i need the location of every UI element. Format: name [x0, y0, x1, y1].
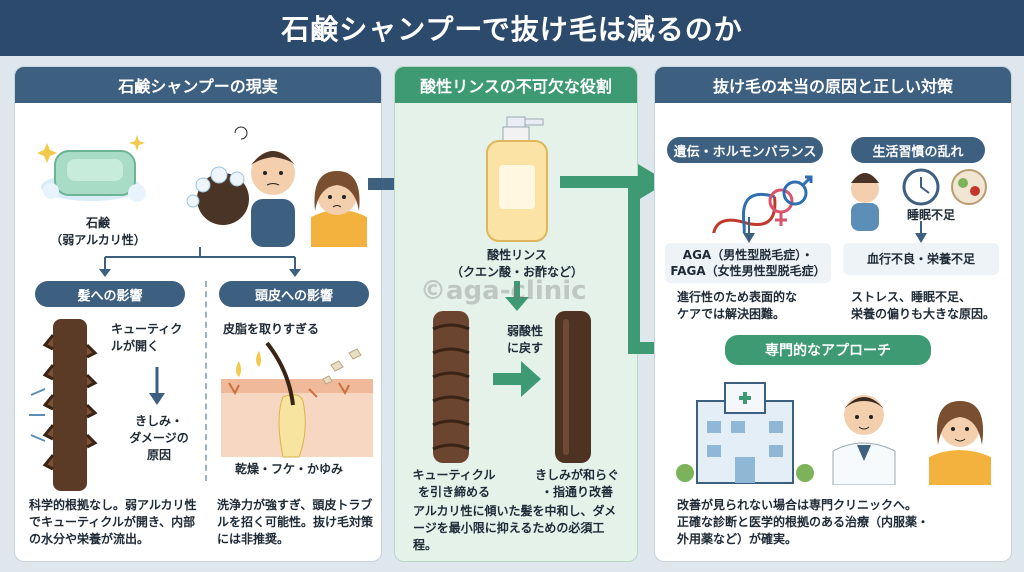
doctor-patient-icon [832, 395, 991, 485]
final-note: 改善が見られない場合は専門クリニックへ。 正確な診断と医学的根拠のある治療（内服… [677, 498, 930, 546]
panel-heading: 石鹸シャンプーの現実 [15, 67, 381, 103]
panel-heading: 酸性リンスの不可欠な役割 [395, 67, 637, 103]
hair-note: 科学的根拠なし。弱アルカリ性でキューティクルが開き、内部の水分や栄養が流出。 [29, 498, 197, 546]
genetic-hormone-pill: 遺伝・ホルモンバランス [667, 137, 823, 163]
smooth-label: きしみが和らぐ ・指通り改善 [534, 468, 619, 499]
blood-nutrition-box: 血行不良・栄養不足 [843, 243, 999, 275]
specialist-approach-pill: 専門的なアプローチ [725, 335, 931, 365]
cuticle-open-label: キューティク ルが開く [111, 322, 183, 353]
rinse-label: 酸性リンス （クエン酸・お酢など） [450, 248, 583, 279]
scalp-note: 洗浄力が強すぎ、頭皮トラブルを招く可能性。抜け毛対策には非推奨。 [217, 498, 374, 546]
damaged-hair-icon [29, 319, 98, 491]
lifestyle-note: ストレス、睡眠不足、 栄養の偏りも大きな原因。 [851, 290, 996, 321]
panel-true-causes: 抜け毛の本当の原因と正しい対策 遺伝・ホルモンバランス 生活習慣の乱れ 睡眠不足… [654, 66, 1012, 562]
scalp-impact-pill: 頭皮への影響 [219, 281, 369, 307]
dry-itch-label: 乾燥・フケ・かゆみ [235, 462, 344, 476]
lifestyle-pill: 生活習慣の乱れ [851, 137, 985, 163]
worried-couple-icon [186, 126, 367, 247]
sleep-label: 睡眠不足 [907, 208, 956, 222]
hair-impact-pill: 髪への影響 [35, 281, 185, 307]
damage-label: きしみ・ ダメージの 原因 [129, 414, 189, 462]
watermark: ©aga-clinic [420, 276, 587, 306]
cuticle-tight-label: キューティクル を引き締める [412, 468, 496, 499]
panel-divider [205, 281, 207, 481]
weak-acid-label: 弱酸性 に戻す [506, 324, 543, 355]
panel-heading: 抜け毛の本当の原因と正しい対策 [655, 67, 1011, 103]
hospital-icon [676, 382, 814, 484]
rinse-bottle-icon [486, 116, 548, 242]
soap-bar-icon [37, 135, 146, 202]
branch-connector [99, 247, 301, 277]
down-arrow-icon [915, 221, 927, 243]
page-title: 石鹸シャンプーで抜け毛は減るのか [281, 13, 743, 46]
panel-acid-rinse: 酸性リンスの不可欠な役割 酸性リンス （クエン酸・お酢など） 弱酸性 に戻す キ… [394, 66, 638, 562]
lifestyle-icons [851, 168, 987, 231]
aga-note: 進行性のため表面的な ケアでは解決困難。 [677, 290, 798, 321]
sebum-label: 皮脂を取りすぎる [223, 322, 320, 336]
down-arrow-icon [743, 217, 755, 243]
dna-gender-icon [711, 175, 813, 233]
panel-soap-reality: 石鹸シャンプーの現実 石鹸 （弱アルカリ性） 髪への影響 頭皮への影響 [14, 66, 382, 562]
title-bar: 石鹸シャンプーで抜け毛は減るのか [0, 0, 1024, 56]
flow-arrow-2 [560, 164, 668, 352]
scalp-cross-section-icon [221, 341, 373, 458]
healthy-hair-icon [555, 311, 591, 463]
right-arrow-icon [493, 361, 541, 397]
aga-faga-box: AGA（男性型脱毛症）・ FAGA（女性男性型脱毛症） [665, 243, 831, 283]
rinse-note: アルカリ性に傾いた髪を中和し、ダメージを最小限に抑えるための必須工程。 [413, 504, 617, 552]
down-arrow-icon [505, 281, 529, 311]
soap-label: 石鹸 （弱アルカリ性） [50, 216, 146, 247]
down-arrow-icon [149, 367, 165, 405]
damaged-hair-icon [432, 311, 470, 463]
